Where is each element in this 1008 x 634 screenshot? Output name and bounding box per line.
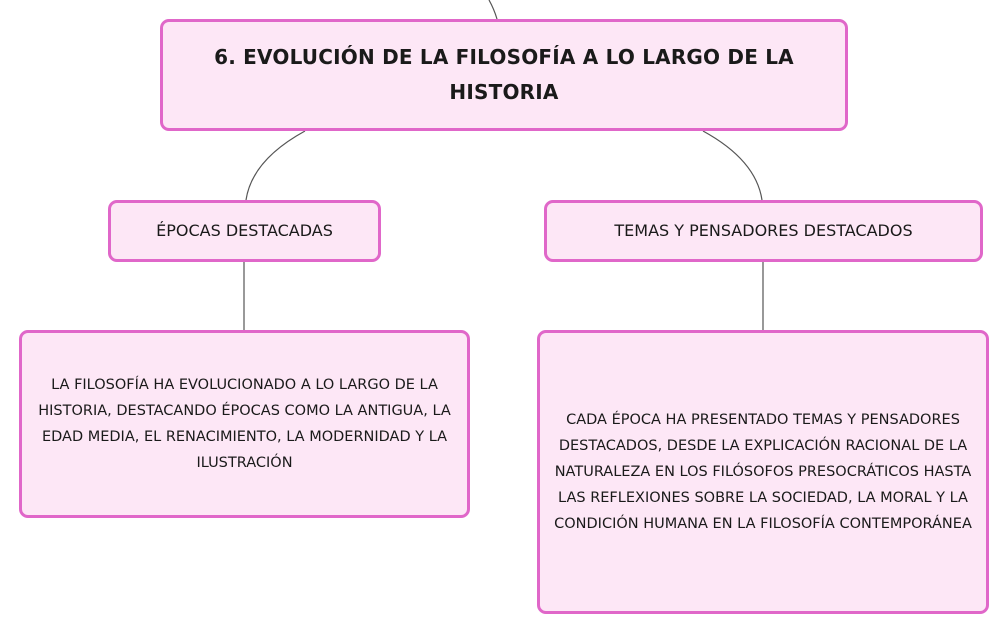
branch-node-epocas[interactable]: ÉPOCAS DESTACADAS (108, 200, 381, 262)
branch-node-temas[interactable]: TEMAS Y PENSADORES DESTACADOS (544, 200, 983, 262)
leaf-text-temas: CADA ÉPOCA HA PRESENTADO TEMAS Y PENSADO… (554, 412, 972, 532)
leaf-text-epocas: LA FILOSOFÍA HA EVOLUCIONADO A LO LARGO … (38, 377, 451, 471)
root-topic-node[interactable]: 6. EVOLUCIÓN DE LA FILOSOFÍA A LO LARGO … (160, 19, 848, 131)
root-topic-label: 6. EVOLUCIÓN DE LA FILOSOFÍA A LO LARGO … (214, 45, 794, 104)
connector-root-to-epocas (245, 130, 306, 201)
connector-root-to-temas (702, 130, 763, 201)
leaf-node-epocas[interactable]: LA FILOSOFÍA HA EVOLUCIONADO A LO LARGO … (19, 330, 470, 518)
leaf-node-temas[interactable]: CADA ÉPOCA HA PRESENTADO TEMAS Y PENSADO… (537, 330, 989, 614)
branch-label-temas: TEMAS Y PENSADORES DESTACADOS (614, 221, 913, 240)
connector-parent-to-root (488, 0, 498, 20)
branch-label-epocas: ÉPOCAS DESTACADAS (156, 221, 333, 240)
